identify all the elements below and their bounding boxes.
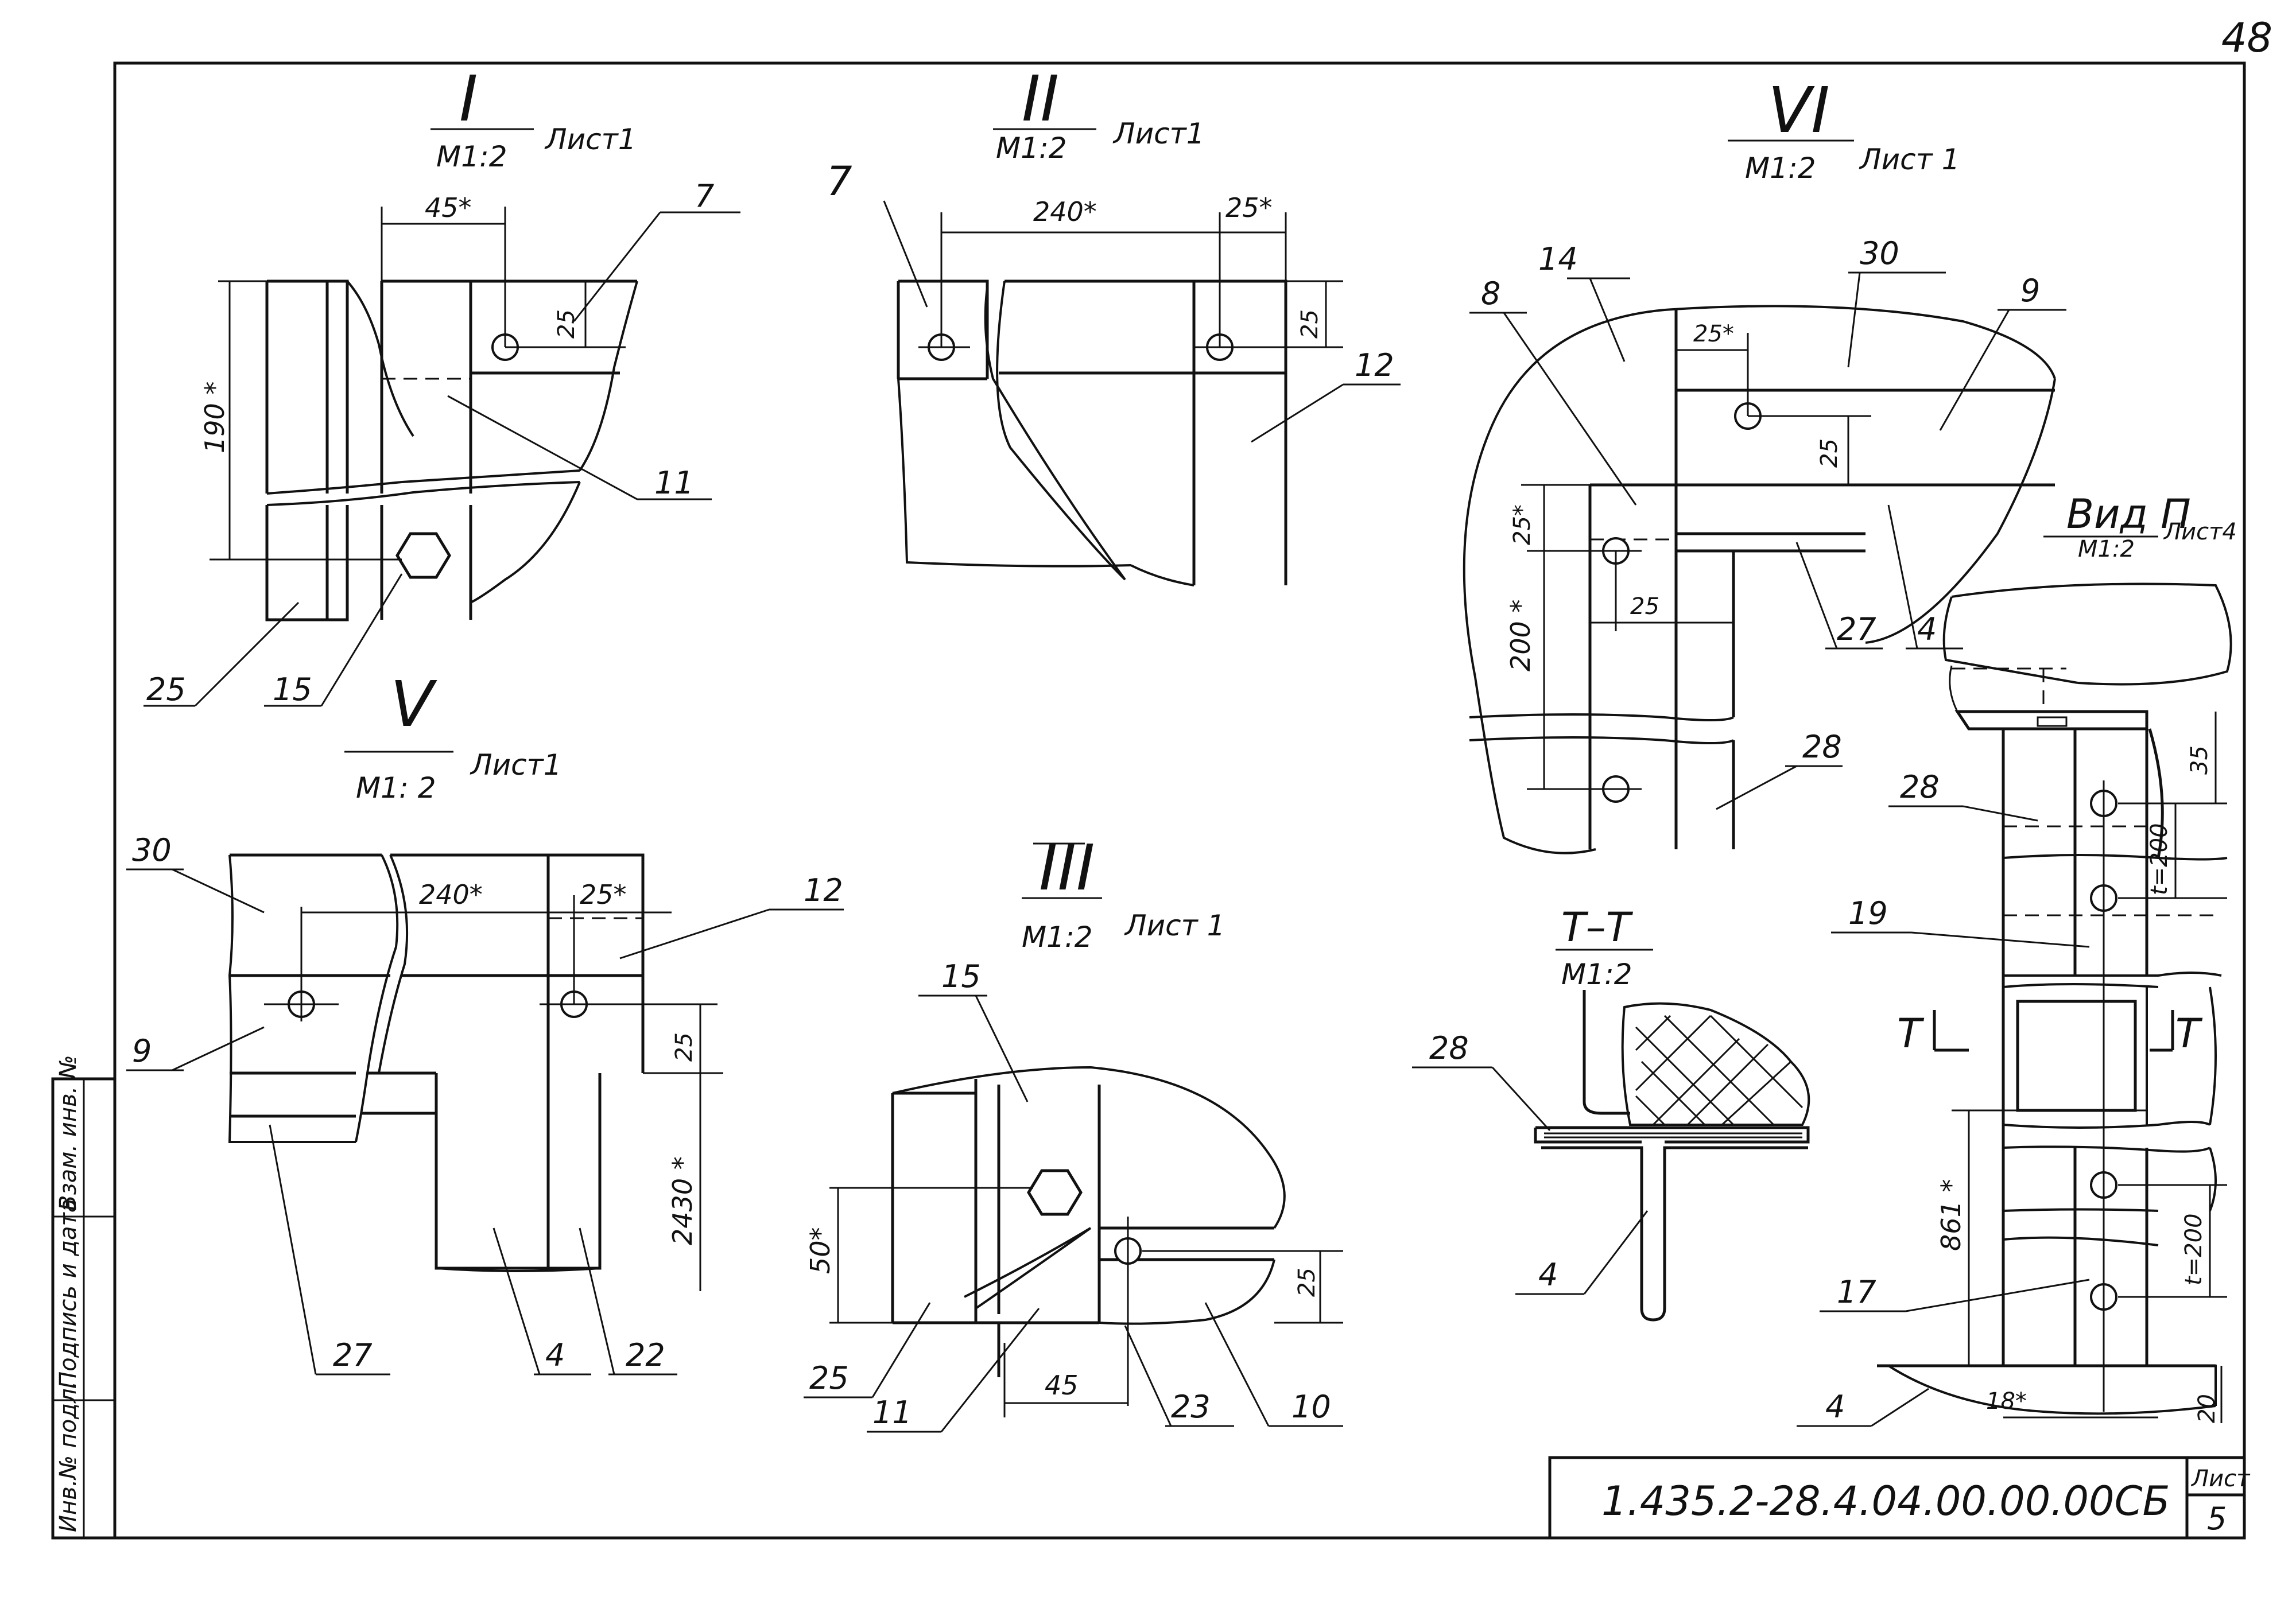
- view-P-dim-t200-top: t=200: [2146, 823, 2173, 895]
- view-III-scale: M1:2: [1022, 920, 1093, 954]
- view-III-label-11: 11: [872, 1394, 912, 1431]
- view-VI-sheet-ref: Лист 1: [1859, 143, 1960, 176]
- view-V-sheet-ref: Лист1: [470, 748, 562, 782]
- view-III-dim-45: 45: [1045, 1370, 1079, 1401]
- view-I-scale: M1:2: [436, 140, 507, 173]
- sidebar-stamp: Инв.№ подл. Подпись и дата Взам. инв. №: [51, 1055, 117, 1540]
- view-VI-dim-25: 25: [1816, 438, 1843, 468]
- view-P-dim-t200-bottom: t=200: [2181, 1213, 2207, 1285]
- view-V-label-27: 27: [333, 1337, 373, 1373]
- section-TT-label-28: 28: [1429, 1030, 1469, 1066]
- view-P-label-17: 17: [1837, 1274, 1876, 1310]
- section-TT-label-4: 4: [1538, 1257, 1558, 1293]
- view-I-label-25: 25: [146, 671, 186, 708]
- view-V-dim-240: 240*: [419, 879, 483, 910]
- view-III-dim-25: 25: [1294, 1268, 1320, 1297]
- view-P-dim-35: 35: [2186, 745, 2213, 775]
- view-VI-label-30: 30: [1860, 235, 1899, 271]
- view-VI-dim-200: 200 *: [1505, 600, 1536, 671]
- page-number: 48: [2221, 14, 2272, 61]
- view-VI-label-28: 28: [1802, 729, 1842, 765]
- cut-marker-left: T: [1897, 1010, 1925, 1057]
- view-V-title: V: [390, 667, 437, 741]
- view-V-dim-25star: 25*: [580, 879, 627, 910]
- section-TT-title: T–T: [1561, 904, 1634, 951]
- view-V-label-30: 30: [132, 832, 172, 868]
- view-I-sheet-ref: Лист1: [544, 123, 637, 156]
- view-VI-label-14: 14: [1538, 241, 1578, 277]
- view-P-scale: M1:2: [2078, 536, 2135, 562]
- view-VI-dim-25-h: 25: [1630, 593, 1659, 620]
- hollow-section: [2016, 1000, 2137, 1112]
- view-VI-label-8: 8: [1481, 275, 1500, 312]
- view-III-label-10: 10: [1292, 1389, 1331, 1425]
- view-I-label-7: 7: [695, 178, 714, 214]
- view-VI-dim-25star-v: 25*: [1509, 504, 1535, 545]
- view-P-sheet-ref: Лист4: [2163, 519, 2237, 545]
- section-TT-scale: M1:2: [1561, 958, 1632, 991]
- view-I-label-15: 15: [273, 671, 312, 708]
- sheet-number: 5: [2207, 1501, 2227, 1537]
- view-III: III M1:2 Лист 1 50* 45 25 15 25 11 23: [804, 831, 1343, 1433]
- view-V: V M1: 2 Лист1 240* 25* 25 2430 * 30 12 9: [126, 667, 844, 1376]
- view-V-scale: M1: 2: [356, 771, 436, 805]
- view-P-label-4: 4: [1825, 1389, 1845, 1425]
- view-I: I M1:2 Лист1 190 * 45* 25 7 11: [144, 62, 740, 708]
- view-I-title: I: [459, 62, 478, 135]
- view-III-dim-50: 50*: [805, 1227, 836, 1274]
- hex-nut: [1027, 1169, 1083, 1216]
- view-VI-scale: M1:2: [1745, 151, 1816, 185]
- view-II-label-12: 12: [1355, 347, 1394, 383]
- view-II-dim-25: 25: [1297, 309, 1323, 339]
- view-P-title: Вид П: [2066, 491, 2191, 538]
- view-I-label-11: 11: [654, 465, 694, 501]
- drawing-frame: [113, 61, 2246, 1540]
- view-V-label-4: 4: [545, 1337, 565, 1373]
- sidebar-replace-inv: Взам. инв. №: [55, 1055, 82, 1211]
- view-P-dim-861: 861 *: [1936, 1179, 1967, 1251]
- view-III-sheet-ref: Лист 1: [1124, 909, 1225, 942]
- view-III-label-23: 23: [1171, 1389, 1211, 1425]
- sheet-label: Лист: [2190, 1466, 2251, 1492]
- view-II-title: II: [1022, 62, 1059, 135]
- view-II-dim-25star: 25*: [1225, 192, 1273, 223]
- view-V-label-22: 22: [626, 1337, 665, 1373]
- view-P-dim-18: 18*: [1986, 1388, 2027, 1415]
- view-II-scale: M1:2: [996, 131, 1067, 165]
- view-V-dim-25: 25: [671, 1032, 697, 1062]
- view-VI-label-9: 9: [2020, 273, 2040, 309]
- view-II-sheet-ref: Лист1: [1112, 117, 1205, 150]
- view-VI-dim-25star: 25*: [1693, 321, 1734, 347]
- view-II-label-7: 7: [827, 158, 852, 205]
- view-II-dim-240: 240*: [1033, 196, 1097, 227]
- view-P: Вид П M1:2 Лист4: [1797, 491, 2237, 1427]
- view-P-dim-20: 20: [2194, 1394, 2220, 1423]
- view-VI-label-27: 27: [1837, 611, 1876, 647]
- sidebar-signature-date: Подпись и дата: [55, 1199, 82, 1389]
- drawing-code: 1.435.2-28.4.04.00.00.00СБ: [1601, 1478, 2170, 1525]
- view-VI-title: VI: [1768, 73, 1830, 147]
- title-block: 1.435.2-28.4.04.00.00.00СБ Лист 5: [1548, 1456, 2251, 1540]
- view-I-dim-45: 45*: [425, 192, 472, 223]
- view-I-dim-190: 190 *: [199, 382, 230, 453]
- section-T-T: T–T M1:2 28 4: [1412, 904, 1810, 1322]
- view-V-label-9: 9: [132, 1033, 152, 1069]
- view-I-dim-25: 25: [553, 309, 580, 339]
- hex-nut: [395, 532, 451, 579]
- view-III-label-15: 15: [941, 958, 981, 994]
- sidebar-inv-no: Инв.№ подл.: [55, 1381, 82, 1532]
- view-P-label-28: 28: [1900, 769, 1940, 805]
- view-VI-label-4: 4: [1917, 611, 1937, 647]
- view-II: II M1:2 Лист1 240* 25* 25 7 12: [827, 62, 1401, 586]
- view-III-title: III: [1039, 831, 1095, 904]
- view-V-label-12: 12: [804, 872, 843, 908]
- view-V-dim-2430: 2430 *: [667, 1156, 698, 1245]
- view-P-label-19: 19: [1848, 895, 1888, 931]
- cut-marker-right: T: [2175, 1010, 2203, 1057]
- view-VI: VI M1:2 Лист 1 25* 25 25* 200 * 25 14 30: [1463, 73, 2066, 854]
- view-III-label-25: 25: [809, 1360, 849, 1396]
